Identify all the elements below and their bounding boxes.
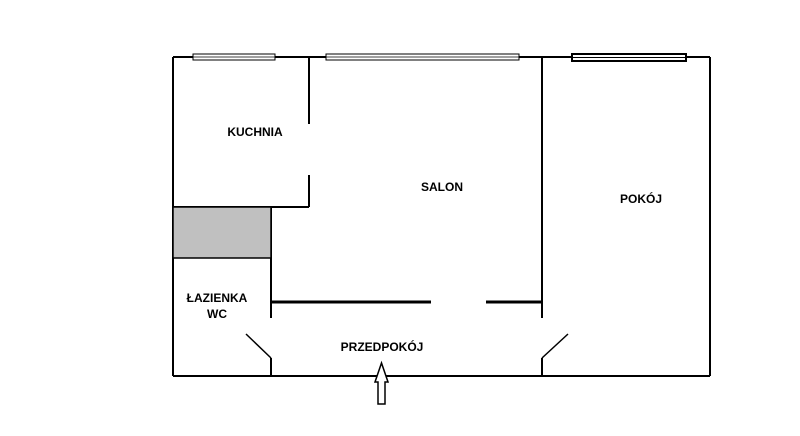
interior-walls	[173, 57, 543, 376]
shaded-utility-area	[172, 206, 272, 259]
doors	[245, 333, 569, 359]
room-label-bathroom-line1: ŁAZIENKA	[187, 291, 248, 305]
room-label-salon: SALON	[421, 180, 463, 194]
bathroom-door	[245, 333, 272, 359]
entrance-arrow-icon	[373, 360, 390, 405]
room-door	[541, 333, 569, 359]
room-label-bathroom-line2: WC	[207, 307, 227, 321]
windows	[192, 53, 687, 62]
room-label-kitchen: KUCHNIA	[227, 125, 283, 139]
room-label-hallway: PRZEDPOKÓJ	[341, 339, 424, 354]
room-label-room: POKÓJ	[620, 191, 662, 206]
